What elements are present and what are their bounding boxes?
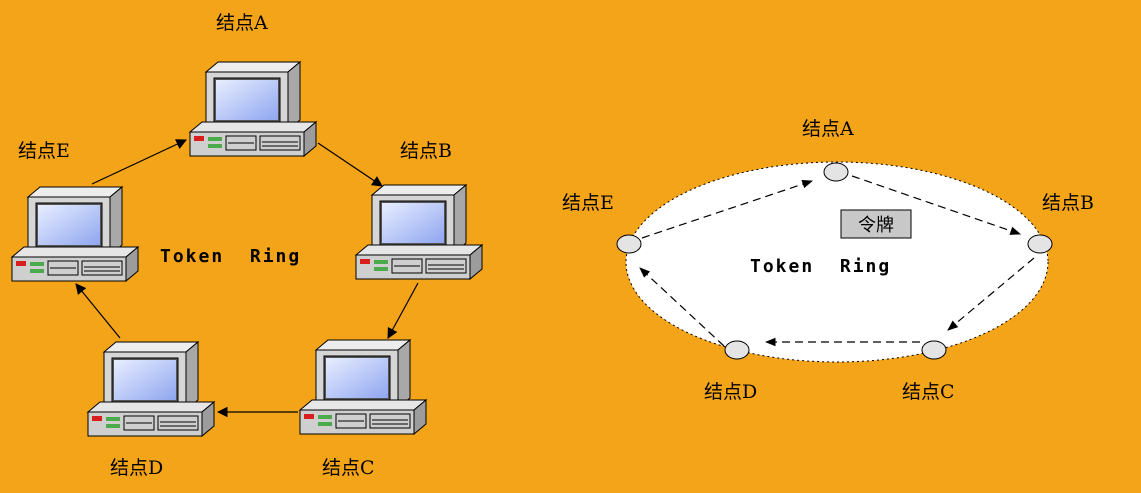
node-label-e: 结点E bbox=[18, 140, 70, 162]
computer-icon-c bbox=[299, 339, 427, 435]
arrow-a-to-b bbox=[317, 142, 383, 187]
node-label-b: 结点B bbox=[400, 140, 452, 162]
node-label-a: 结点A bbox=[216, 12, 268, 34]
dashed-arrow-a-to-b bbox=[851, 175, 1022, 235]
station-node-c bbox=[921, 340, 947, 360]
right-ring-diagram: 令牌 Token Ring 结点A 结点B 结点C 结点D 结点E bbox=[562, 118, 1094, 403]
node-label-d: 结点D bbox=[110, 457, 163, 479]
station-node-d bbox=[724, 340, 750, 360]
node-label-c: 结点C bbox=[902, 381, 955, 403]
node-label-b: 结点B bbox=[1042, 192, 1094, 214]
station-node-e bbox=[616, 234, 642, 254]
node-label-e: 结点E bbox=[562, 192, 614, 214]
ring-ellipse bbox=[625, 161, 1049, 363]
computer-icon-a bbox=[189, 61, 317, 157]
node-label-c: 结点C bbox=[322, 457, 375, 479]
arrow-e-to-a bbox=[91, 139, 187, 185]
computer-icon-b bbox=[355, 184, 483, 280]
token-label: 令牌 bbox=[858, 215, 894, 236]
dashed-arrow-e-to-a bbox=[641, 179, 814, 239]
arrow-d-to-e bbox=[75, 283, 121, 339]
computer-icon-d bbox=[87, 341, 215, 437]
left-ring-diagram: 结点A 结点B 结点C 结点D 结点E Token Ring bbox=[11, 12, 483, 479]
station-node-a bbox=[823, 162, 849, 182]
dashed-arrow-b-to-c bbox=[947, 257, 1035, 331]
dashed-arrow-d-to-e bbox=[639, 267, 725, 347]
computer-icon-e bbox=[11, 186, 139, 282]
arrow-b-to-c bbox=[387, 282, 419, 339]
ring-title: Token Ring bbox=[160, 246, 301, 267]
node-label-d: 结点D bbox=[704, 381, 757, 403]
node-label-a: 结点A bbox=[802, 118, 854, 140]
token-box bbox=[840, 209, 912, 239]
station-node-b bbox=[1027, 234, 1053, 254]
ring-title: Token Ring bbox=[750, 256, 891, 277]
